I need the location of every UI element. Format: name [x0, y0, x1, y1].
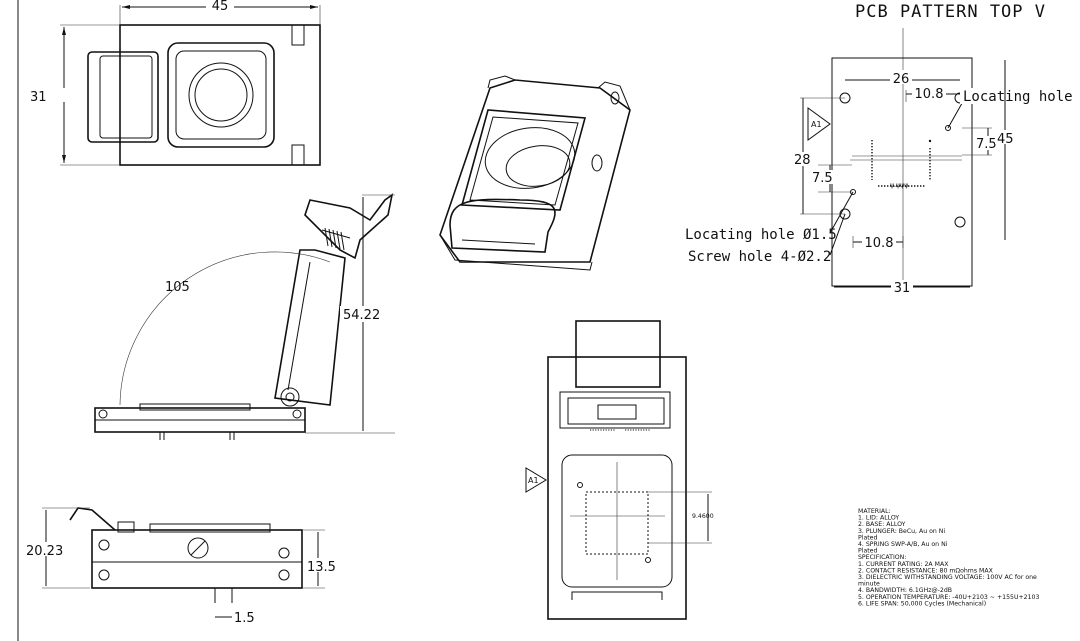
pcb-dim-7-5-right: 7.5 [976, 137, 997, 152]
open-height-dim: 54.22 [343, 308, 380, 323]
spec-line: 1. LID: ALLOY [858, 515, 899, 522]
screw-hole [954, 216, 966, 228]
spec-line: 1. CURRENT RATING: 2A MAX [858, 561, 949, 568]
closed-pin-dim: 1.5 [234, 611, 255, 626]
spec-line: 2. BASE: ALLOY [858, 521, 906, 528]
pcb-pattern-title: PCB PATTERN TOP V [855, 2, 1046, 22]
top-view-width-dim: 45 [212, 0, 229, 14]
pcb-dim-26: 26 [893, 72, 910, 87]
side-view-open: 105 54.22 [94, 193, 395, 440]
closed-height-dim: 20.23 [26, 544, 63, 559]
locating-hole-label: Locating hole Ø1.5 [685, 227, 837, 243]
front-datum-a1: A1 [528, 476, 539, 485]
front-dim: 9.4600 [692, 513, 714, 520]
front-view: A1 9.4600 [525, 320, 714, 620]
pcb-dim-31: 31 [894, 281, 911, 296]
side-view-closed: 20.23 13.5 1.5 [24, 507, 337, 626]
pcb-dim-28: 28 [794, 153, 811, 168]
screw-hole-label: Screw hole 4-Ø2.2 [688, 249, 831, 265]
locating-hole-top-label: Locating hole Ø [963, 89, 1080, 105]
spec-line: MATERIAL: [858, 508, 891, 515]
pcb-dim-45: 45 [997, 132, 1014, 147]
spec-line: 6. LIFE SPAN: 50,000 Cycles (Mechanical) [858, 600, 986, 607]
pcb-dim-10-8-bottom: 10.8 [865, 236, 894, 251]
spec-line: 4. BANDWIDTH: 6.1GHz@-2dB [858, 586, 952, 594]
spec-line: 2. CONTACT RESISTANCE: 80 mΩohms MAX [858, 567, 994, 574]
pcb-dim-7-5-left: 7.5 [812, 171, 833, 186]
pcb-dim-10-8-top: 10.8 [915, 87, 944, 102]
spec-line: 3. DIELECTRIC WITHSTANDING VOLTAGE: 100V… [858, 574, 1037, 581]
spec-line: Plated [858, 534, 877, 541]
spec-line: SPECIFICATION: [858, 554, 906, 561]
closed-body-dim: 13.5 [307, 560, 336, 575]
spec-line: 4. SPRING SWP-A/B, Au on Ni [858, 541, 948, 548]
pcb-datum-a1: A1 [811, 120, 822, 129]
spec-line: 5. OPERATION TEMPERATURE: -40U+2103 ~ +1… [858, 594, 1039, 601]
spec-line: minute [858, 581, 880, 588]
top-view: 45 31 [30, 0, 321, 166]
spec-line: Plated [858, 548, 877, 555]
pcb-pattern-view: PCB PATTERN TOP V ψ.ψψψ 26 10.8 Locating… [685, 2, 1080, 296]
svg-text:ψ.ψψψ: ψ.ψψψ [890, 182, 908, 189]
open-angle-dim: 105 [165, 280, 190, 295]
spec-line: 3. PLUNGER: BeCu, Au on Ni [858, 528, 945, 535]
isometric-view [439, 75, 631, 271]
top-view-height-dim: 31 [30, 90, 47, 105]
